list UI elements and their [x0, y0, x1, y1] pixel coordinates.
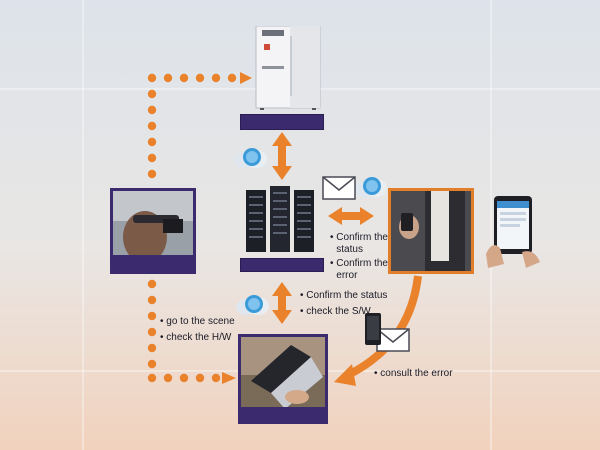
- label-text: consult the error: [380, 368, 452, 379]
- label-confirm-error-server: • Confirm the error: [330, 258, 388, 282]
- double-arrow-server-mobile: [328, 207, 374, 225]
- arrow-to-laptop: [222, 372, 236, 384]
- label-check-sw: • check the S/W: [300, 306, 371, 318]
- mobile-user-photo: [388, 188, 474, 274]
- test-chamber-icon: [254, 26, 322, 110]
- server-rack-icon: [244, 186, 316, 254]
- label-consult-error: • consult the error: [374, 368, 453, 380]
- label-check-hw: • check the H/W: [160, 332, 231, 344]
- chamber-base-bar: [240, 114, 324, 130]
- label-text: Confirm the status: [336, 232, 388, 256]
- laptop-user-photo: [238, 334, 328, 424]
- label-text: go to the scene: [166, 316, 234, 327]
- label-confirm-status-server: • Confirm the status: [330, 232, 388, 256]
- cloud-icon: [352, 172, 388, 200]
- label-text: check the H/W: [166, 332, 231, 343]
- technician-photo: [110, 188, 196, 274]
- tablet-icon: [482, 190, 542, 270]
- label-confirm-status-lower: • Confirm the status: [300, 290, 387, 302]
- label-text: check the S/W: [306, 306, 370, 317]
- double-arrow-server-laptop: [272, 282, 292, 324]
- dotted-path-bottom: [148, 280, 220, 382]
- double-arrow-chamber-server: [272, 132, 292, 180]
- arrow-to-chamber: [240, 72, 252, 84]
- cloud-icon: [234, 290, 270, 318]
- envelope-icon: [322, 176, 356, 200]
- cloud-icon: [232, 143, 268, 171]
- label-text: Confirm the status: [306, 290, 387, 301]
- label-text: Confirm the error: [336, 258, 388, 282]
- label-go-scene: • go to the scene: [160, 316, 235, 328]
- curved-arrow-head: [334, 364, 356, 386]
- server-base-bar: [240, 258, 324, 272]
- dotted-path-top: [148, 74, 236, 178]
